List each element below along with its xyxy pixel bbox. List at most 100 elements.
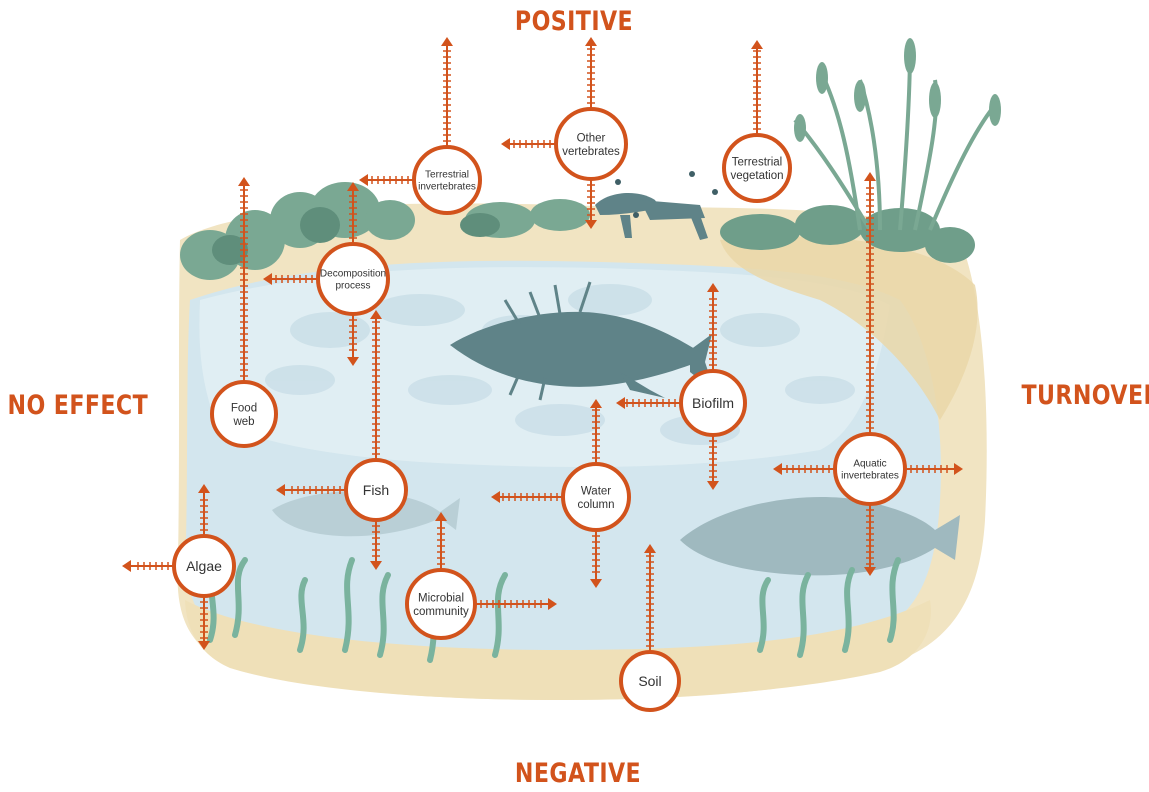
node-label: Terrestrial: [732, 156, 782, 168]
arrowhead-left-icon: [616, 397, 625, 409]
arrow-left: [491, 491, 563, 503]
arrowhead-down-icon: [347, 357, 359, 366]
node-food-web: Food web: [210, 177, 278, 448]
arrow-down: [585, 179, 597, 229]
arrow-left: [501, 138, 556, 150]
arrow-down: [370, 520, 382, 570]
node-circle: [172, 534, 236, 598]
arrowhead-down-icon: [864, 567, 876, 576]
arrowhead-up-icon: [585, 37, 597, 46]
node-soil: Soil: [619, 544, 681, 712]
arrow-right: [475, 598, 557, 610]
arrowhead-up-icon: [198, 484, 210, 493]
seaweed: [207, 557, 901, 663]
arrow-up: [441, 37, 453, 147]
node-circle: [833, 432, 907, 506]
right-shrubs: [720, 205, 975, 263]
arrow-up: [435, 512, 447, 570]
node-label: invertebrates: [841, 471, 899, 482]
node-circle: [619, 650, 681, 712]
node-label: column: [577, 499, 614, 511]
right-bank: [720, 236, 978, 420]
arrowhead-down-icon: [590, 579, 602, 588]
arrow-up: [590, 399, 602, 464]
arrow-left: [263, 273, 318, 285]
node-label: Fish: [363, 482, 389, 498]
arrow-up: [347, 182, 359, 244]
node-label: Algae: [186, 558, 222, 574]
node-label: community: [413, 606, 469, 618]
axis-label-negative: NEGATIVE: [514, 758, 642, 789]
cattail-heads: [794, 38, 1001, 142]
axis-label-turnover: TURNOVER: [1021, 380, 1149, 411]
flies: [615, 171, 718, 218]
node-circle: [405, 568, 477, 640]
arrow-down: [707, 435, 719, 490]
arrowhead-right-icon: [954, 463, 963, 475]
arrow-left: [616, 397, 681, 409]
arrow-left: [359, 174, 414, 186]
arrow-up: [707, 283, 719, 371]
arrow-up: [864, 172, 876, 434]
arrow-down: [864, 504, 876, 576]
arrowhead-left-icon: [276, 484, 285, 496]
node-fish: Fish: [276, 310, 408, 570]
arrow-up: [370, 310, 382, 460]
node-water-column: Water column: [491, 399, 631, 588]
arrow-left: [122, 560, 174, 572]
arrowhead-up-icon: [370, 310, 382, 319]
node-microbial-community: Microbial community: [405, 512, 557, 640]
node-label: Other: [577, 132, 606, 144]
node-label: Water: [581, 485, 611, 497]
arrowhead-left-icon: [263, 273, 272, 285]
pond-bottom: [185, 600, 931, 700]
fish-skeleton-spines: [503, 281, 592, 401]
arrow-up: [751, 40, 763, 135]
arrowhead-left-icon: [122, 560, 131, 572]
arrowhead-left-icon: [359, 174, 368, 186]
node-circle: [412, 145, 482, 215]
node-circle: [679, 369, 747, 437]
node-label: vertebrates: [562, 146, 620, 158]
arrowhead-left-icon: [501, 138, 510, 150]
arrow-down: [590, 530, 602, 588]
arrowhead-up-icon: [590, 399, 602, 408]
node-label: Aquatic: [853, 459, 886, 470]
node-algae: Algae: [122, 484, 236, 650]
node-circle: [561, 462, 631, 532]
node-circle: [722, 133, 792, 203]
left-shrubs-dark: [212, 207, 500, 265]
arrow-left: [276, 484, 346, 496]
node-label: vegetation: [730, 170, 783, 182]
node-biofilm: Biofilm: [616, 283, 747, 490]
node-label: Microbial: [418, 592, 464, 604]
animal-carcass: [595, 193, 708, 240]
arrowhead-up-icon: [707, 283, 719, 292]
arrow-up: [238, 177, 250, 382]
node-terrestrial-vegetation: Terrestrial vegetation: [722, 40, 792, 203]
fish-silhouette-right: [680, 496, 960, 576]
arrow-up: [585, 37, 597, 109]
arrow-down: [198, 596, 210, 650]
node-circle: [316, 242, 390, 316]
node-label: Decomposition: [320, 269, 386, 280]
arrowhead-down-icon: [585, 220, 597, 229]
arrowhead-right-icon: [548, 598, 557, 610]
node-label: web: [232, 416, 254, 428]
arrowhead-down-icon: [198, 641, 210, 650]
node-label: Biofilm: [692, 395, 734, 411]
arrow-down: [347, 314, 359, 366]
axis-label-positive: POSITIVE: [514, 6, 634, 37]
nodes-layer: TerrestrialinvertebratesOthervertebrates…: [122, 37, 963, 712]
node-label: process: [335, 281, 370, 292]
node-circle: [344, 458, 408, 522]
arrowhead-up-icon: [435, 512, 447, 521]
node-label: Food: [231, 402, 257, 414]
arrowhead-down-icon: [370, 561, 382, 570]
arrow-up: [198, 484, 210, 536]
arrow-up: [644, 544, 656, 652]
